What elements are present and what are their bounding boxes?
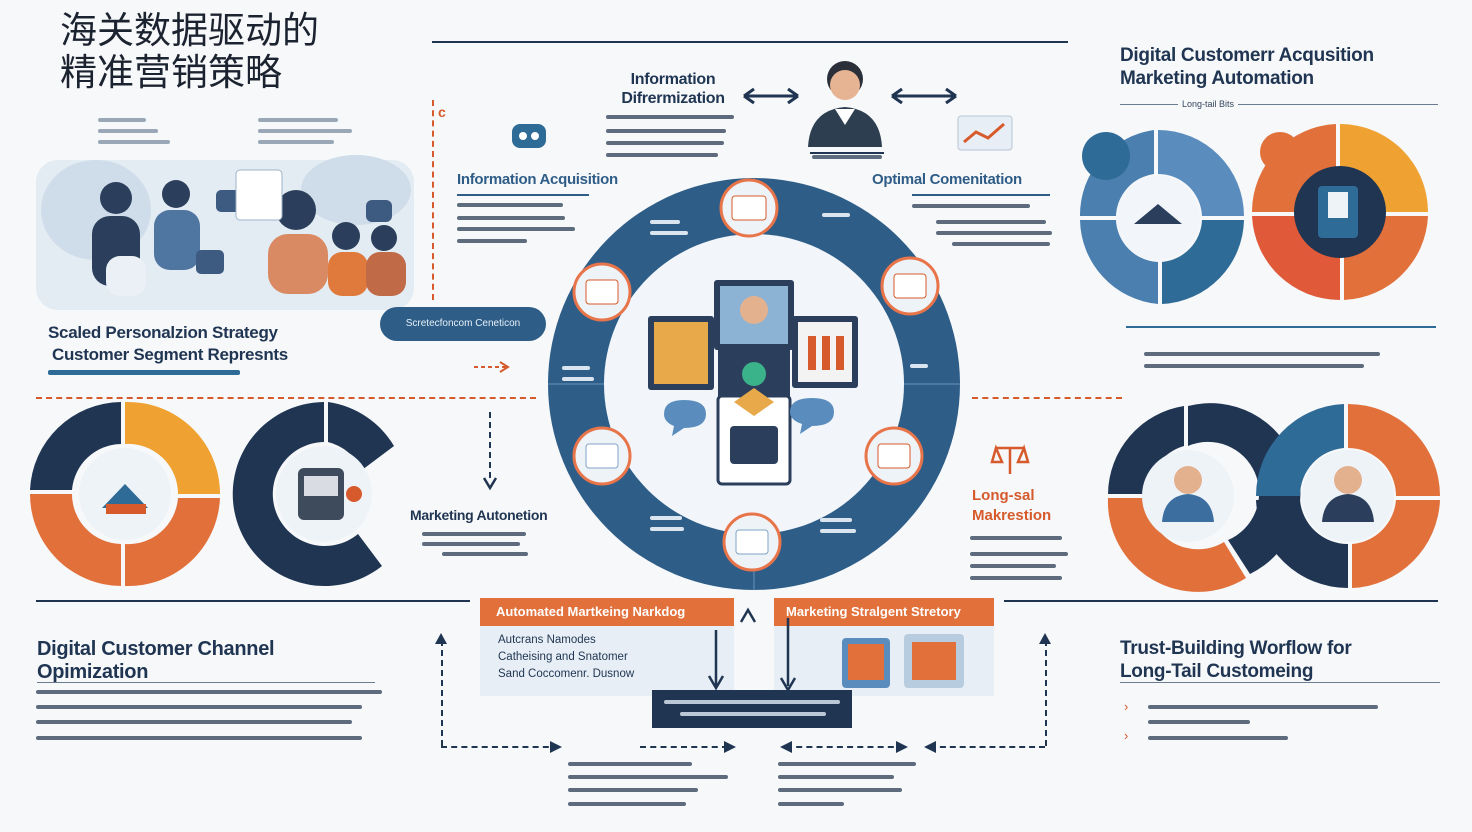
- arrow-up-icon-2: [435, 633, 447, 644]
- arrow-right-icon-3: [896, 741, 908, 753]
- people-illustration-svg: [36, 155, 414, 310]
- arrow-down-icon-3: [779, 618, 797, 693]
- devices-illustration: [842, 634, 964, 688]
- ring-chart-right-2: [1252, 124, 1428, 301]
- page-title-line1: 海关数据驱动的: [60, 9, 319, 52]
- center-top-title: Information Difrermization: [610, 70, 736, 108]
- auto-item-2: Catheising and Snatomer: [498, 651, 628, 663]
- channel-rule: [37, 682, 375, 683]
- top-right-sub: Long-tail Bits: [1178, 99, 1239, 109]
- ring-chart-left-2: [232, 402, 394, 586]
- bottom-rule-right: [1004, 600, 1438, 602]
- top-divider: [432, 41, 1068, 43]
- arrow-left-icon-2: [924, 741, 936, 753]
- dashed-arrow-icon: [474, 361, 510, 373]
- bottom-rule-left: [36, 600, 470, 602]
- people-illustration: [36, 150, 414, 310]
- automated-marketing-box: Automated Martkeing Narkdog Autcrans Nam…: [480, 598, 734, 696]
- info-acquisition-title: Information Acquisition: [457, 171, 618, 188]
- channel-title-line1: Digital Customer Channel: [37, 638, 275, 660]
- long-tail-title: Long-sal Makrestion: [972, 486, 1051, 526]
- auto-item-3: Sand Coccomenr. Dusnow: [498, 668, 635, 680]
- channel-title: Digital Customer Channel Opimization: [37, 638, 275, 684]
- top-right-title-line2: Marketing Automation: [1120, 68, 1314, 89]
- trust-title-line2: Long-Tail Customeing: [1120, 661, 1314, 682]
- scale-icon: [990, 444, 1030, 474]
- chevron-right-icon-2: ›: [1124, 728, 1129, 743]
- ring-nodes: [572, 178, 940, 572]
- center-top-title-line1: Information: [630, 71, 716, 88]
- avatar-caption: [812, 155, 882, 159]
- arrow-right-icon-2: [724, 741, 736, 753]
- person-avatar: [808, 61, 884, 154]
- page-title: 海关数据驱动的 精准营销策略: [60, 10, 319, 94]
- arrow-left-icon: [780, 741, 792, 753]
- strategy-pill-label: Scretecfoncom Ceneticon: [405, 318, 521, 329]
- connector-dash-right: [972, 397, 1122, 399]
- loop-left-vertical: [441, 640, 443, 746]
- trust-title-line1: Trust-Building Worflow for: [1120, 638, 1352, 659]
- inner-screens: [648, 280, 858, 486]
- arrow-right-icon: [550, 741, 562, 753]
- long-tail-title-line2: Makrestion: [972, 507, 1052, 524]
- chevron-right-icon: ›: [1124, 699, 1129, 714]
- scaled-title-line1: Scaled Personalzion Strategy: [48, 323, 278, 342]
- automated-marketing-box-header: Automated Martkeing Narkdog: [480, 598, 734, 626]
- optimal-communication-title: Optimal Comenitation: [872, 171, 1022, 188]
- ring-chart-right-4: [1256, 404, 1440, 588]
- trust-title: Trust-Building Worflow for Long-Tail Cus…: [1120, 637, 1352, 683]
- trust-rule: [1120, 682, 1440, 683]
- ring-chart-right-1: [1079, 130, 1244, 304]
- loop-left-bottom: [441, 746, 559, 748]
- right-mid-rule: [1126, 326, 1436, 328]
- loop-right-bottom: [930, 746, 1045, 748]
- top-right-title-line1: Digital Customerr Acqusition: [1120, 45, 1374, 66]
- center-top-title-line2: Difrermization: [621, 90, 725, 107]
- left-right-arrow-icon-2: [891, 87, 957, 105]
- center-bottom-banner: [652, 690, 852, 728]
- arrow-down-icon: [482, 477, 498, 491]
- top-right-title: Digital Customerr Acqusition Marketing A…: [1120, 44, 1374, 90]
- ring-chart-left-1: [30, 401, 221, 587]
- connector-dash-left: [36, 397, 536, 399]
- automated-marketing-box-title: Automated Martkeing Narkdog: [496, 604, 686, 619]
- channel-title-line2: Opimization: [37, 661, 149, 683]
- auto-item-1: Autcrans Namodes: [498, 634, 596, 646]
- marketing-automation-title: Marketing Autonetion: [410, 507, 548, 523]
- arrow-up-icon: [739, 607, 757, 623]
- page-title-line2: 精准营销策略: [60, 51, 282, 94]
- optimal-communication-rule: [912, 194, 1050, 196]
- chart-card-icon: [957, 115, 1013, 151]
- marketing-strategy-box: Marketing Stralgent Stretory: [774, 598, 994, 696]
- scaled-title-line2: Customer Segment Represnts: [52, 345, 288, 364]
- connector-vertical-left: [432, 100, 434, 300]
- automated-marketing-box-list: Autcrans Namodes Catheising and Snatomer…: [480, 626, 734, 683]
- marketing-strategy-box-title: Marketing Stralgent Stretory: [786, 604, 961, 619]
- central-cycle-ring: [548, 178, 960, 590]
- long-tail-title-line1: Long-sal: [972, 487, 1035, 504]
- top-right-rule: [1120, 104, 1438, 105]
- arrow-down-icon-2: [707, 630, 725, 691]
- connector-vertical-mid: [489, 412, 491, 478]
- info-acquisition-rule: [457, 194, 589, 196]
- strategy-pill: Scretecfoncom Ceneticon: [380, 307, 546, 341]
- scaled-title: Scaled Personalzion Strategy Customer Se…: [48, 322, 288, 366]
- loop-mid-left: [640, 746, 728, 748]
- ring-chart-right-3: [1107, 403, 1301, 592]
- bot-icon: [512, 124, 546, 148]
- left-right-arrow-icon: [743, 87, 799, 105]
- loop-right-vertical: [1045, 640, 1047, 746]
- arrow-up-icon-3: [1039, 633, 1051, 644]
- scaled-caption-bar: [48, 370, 240, 375]
- c-letter-icon: c: [438, 104, 446, 120]
- marketing-strategy-box-header: Marketing Stralgent Stretory: [774, 598, 994, 626]
- loop-mid-right: [786, 746, 904, 748]
